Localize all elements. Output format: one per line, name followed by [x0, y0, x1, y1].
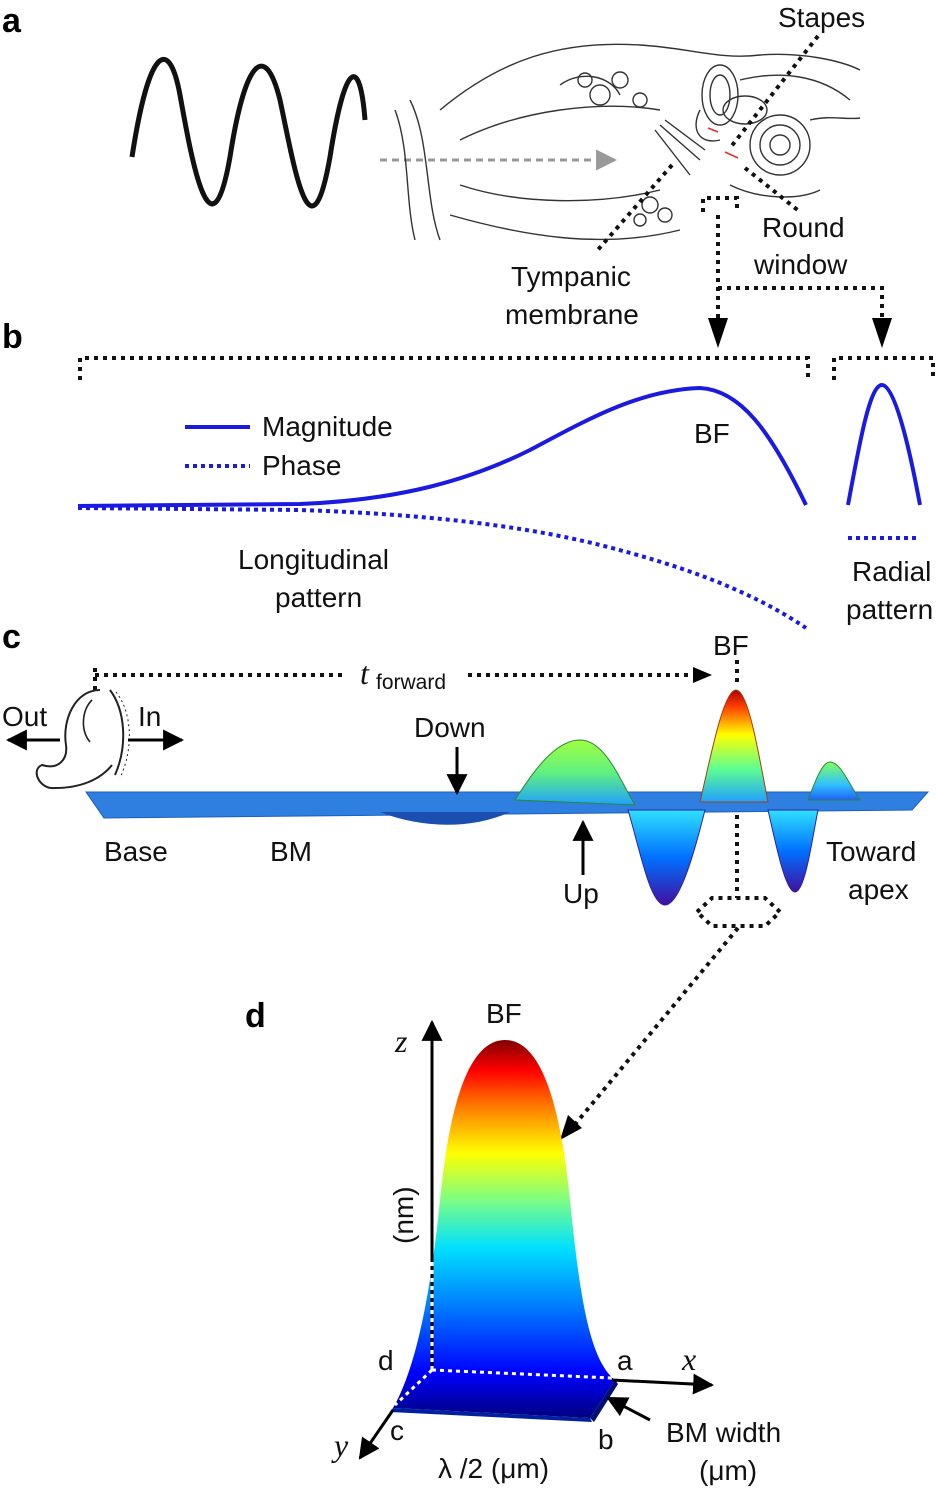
round-window-leader: [743, 166, 802, 214]
sound-wave: [129, 56, 368, 209]
radial-drop-arrowhead: [872, 318, 892, 348]
x-axis-hidden-part: [431, 1368, 613, 1380]
legend-magnitude-label: Magnitude: [262, 411, 393, 442]
magnitude-bf-label: BF: [694, 418, 730, 449]
phase-curve: [77, 506, 808, 630]
membrane-label: membrane: [505, 299, 639, 330]
half-wavelength-label: λ /2 (μm): [438, 1453, 549, 1484]
longitudinal-label: Longitudinal: [238, 544, 389, 575]
panel-label-a: a: [2, 2, 22, 40]
legend-phase-label: Phase: [262, 450, 341, 481]
base-label: Base: [104, 836, 168, 867]
radial-pattern-label: pattern: [846, 594, 933, 625]
panel-label-b: b: [2, 318, 23, 356]
y-axis-hidden-part: [393, 1368, 434, 1407]
radial-drop-line: [718, 286, 884, 320]
radial-magnitude-curve: [846, 382, 922, 506]
toward-label: Toward: [826, 836, 916, 867]
bm-width-arrow: [606, 1396, 651, 1422]
bm-base-front: [390, 1408, 592, 1422]
peak-bf-label: BF: [486, 998, 522, 1029]
down-label: Down: [414, 712, 486, 743]
stapes-label: Stapes: [778, 2, 865, 33]
wave-crest-1: [514, 739, 636, 806]
zoom-leader-line: [570, 926, 740, 1130]
tympanic-label: Tympanic: [511, 261, 631, 292]
bm-label: BM: [270, 836, 312, 867]
tympanic-leader: [594, 163, 674, 254]
radial-bracket: [832, 356, 935, 380]
round-label: Round: [762, 212, 845, 243]
y-axis: [358, 1409, 395, 1460]
x-axis-label: x: [681, 1341, 696, 1377]
cochlea-bracket: [701, 196, 739, 212]
zoom-leader-arrowhead: [560, 1115, 582, 1140]
panel-label-d: d: [245, 997, 266, 1035]
magnitude-curve: [77, 385, 808, 508]
in-label: In: [138, 701, 161, 732]
traveling-wave-bf-label: BF: [713, 630, 749, 661]
longitudinal-pattern-label: pattern: [275, 582, 362, 613]
ear-sketch: [35, 689, 130, 790]
bf-drop-arrowhead: [708, 318, 728, 348]
corner-a-label: a: [617, 1345, 633, 1376]
bm-base-side: [590, 1380, 618, 1422]
wave-crest-bf: [699, 689, 769, 803]
z-axis-label: z: [394, 1023, 408, 1059]
zoom-region-box: [694, 896, 783, 928]
radial-label: Radial: [852, 556, 931, 587]
wave-trough-2: [767, 809, 819, 893]
panel-label-c: c: [2, 618, 21, 656]
stapes-leader: [728, 34, 820, 150]
bm-width-label: BM width: [666, 1417, 781, 1448]
z-unit-label: (nm): [388, 1186, 419, 1244]
corner-b-label: b: [598, 1424, 614, 1455]
window-label: window: [753, 249, 848, 280]
y-axis-label: y: [331, 1427, 349, 1463]
wave-trough-1: [627, 809, 706, 906]
apex-label: apex: [848, 874, 909, 905]
corner-c-label: c: [390, 1415, 404, 1446]
longitudinal-bracket: [78, 356, 810, 380]
small-trough: [380, 812, 510, 825]
out-label: Out: [2, 701, 47, 732]
corner-d-label: d: [378, 1345, 394, 1376]
t-forward-symbol: t: [360, 655, 370, 691]
t-forward-subscript: forward: [376, 671, 446, 694]
bf-peak-surface: [393, 1040, 615, 1418]
wave-crest-3: [807, 761, 861, 801]
bm-width-unit-label: (μm): [699, 1455, 757, 1486]
ear-anatomy-illustration: [394, 43, 861, 241]
x-axis: [611, 1373, 715, 1395]
up-label: Up: [563, 878, 599, 909]
t-forward-arrowhead: [693, 667, 712, 683]
